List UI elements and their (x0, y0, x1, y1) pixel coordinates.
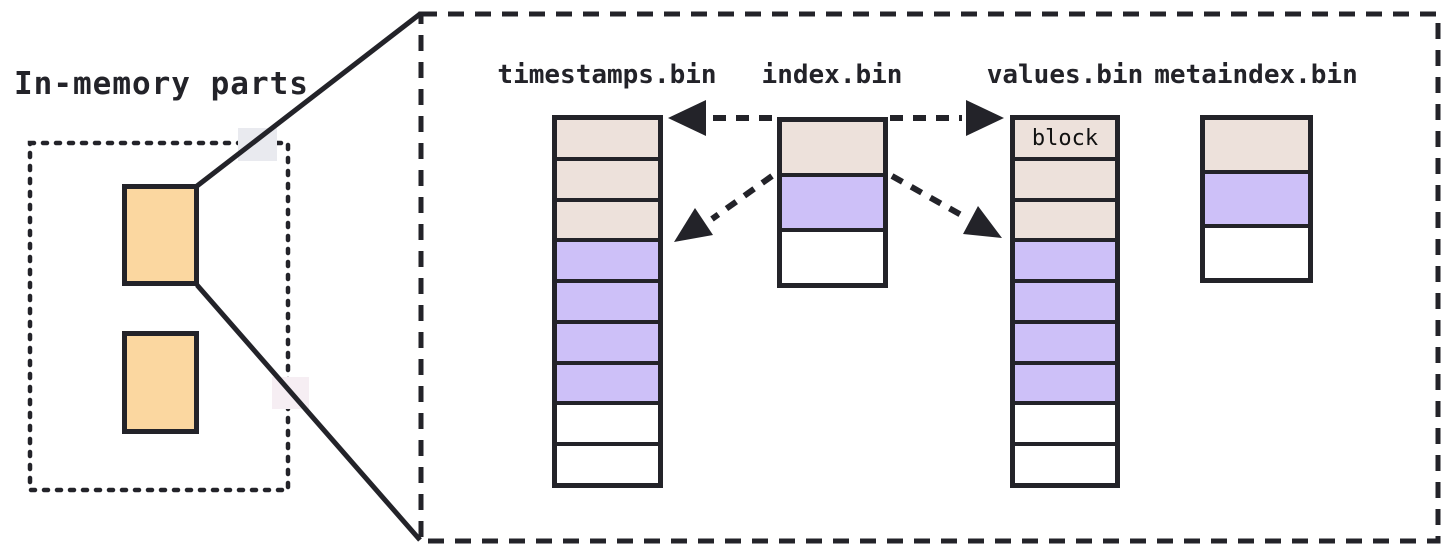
label-timestamps-bin: timestamps.bin (497, 60, 717, 90)
file-block-cell (557, 238, 658, 280)
file-block-cell (1015, 197, 1115, 239)
file-block-cell (557, 401, 658, 443)
page-title: In-memory parts (14, 66, 309, 102)
label-index-bin: index.bin (761, 60, 903, 90)
file-block-cell (1205, 224, 1308, 278)
file-block-cell (1015, 279, 1115, 320)
in-memory-part-block-1 (122, 184, 199, 286)
file-block-cell (1015, 238, 1115, 280)
arrow-index-to-timestamps-head (668, 100, 706, 136)
file-block-cell (1015, 360, 1115, 402)
arrow-index-row-to-timestamps-head (674, 208, 713, 242)
file-block-cell (557, 360, 658, 402)
label-metaindex-bin: metaindex.bin (1154, 60, 1358, 90)
border-crossing-square-bottom (272, 377, 309, 409)
file-block-cell (782, 173, 883, 228)
label-values-bin: values.bin (986, 60, 1144, 90)
zoom-line-bottom (195, 283, 422, 542)
file-block-cell (557, 197, 658, 239)
file-block-cell (557, 442, 658, 484)
file-block-cell (557, 156, 658, 198)
arrow-index-to-values-head (966, 100, 1004, 136)
file-block-cell (782, 228, 883, 283)
file-block-cell (557, 120, 658, 157)
in-memory-part-block-2 (122, 331, 199, 434)
file-block-cell (557, 319, 658, 361)
file-block-cell: block (1015, 120, 1115, 157)
border-crossing-square-top (238, 128, 277, 161)
arrow-index-row-to-timestamps-shaft (710, 173, 774, 222)
file-block-cell (1205, 120, 1308, 170)
file-block-cell (1015, 401, 1115, 443)
file-column-metaindex (1200, 115, 1313, 283)
file-block-cell (1015, 442, 1115, 484)
arrow-index-row-to-values-head (963, 206, 1002, 238)
file-column-index (777, 117, 888, 288)
file-block-cell (1015, 319, 1115, 361)
file-block-cell (1205, 170, 1308, 224)
block-cell-label: block (1031, 125, 1099, 151)
arrow-index-row-to-values-shaft (890, 173, 965, 219)
file-block-cell (1015, 156, 1115, 198)
file-column-values: block (1010, 115, 1120, 488)
file-block-cell (782, 122, 883, 173)
file-column-timestamps (552, 115, 663, 488)
file-block-cell (557, 279, 658, 320)
